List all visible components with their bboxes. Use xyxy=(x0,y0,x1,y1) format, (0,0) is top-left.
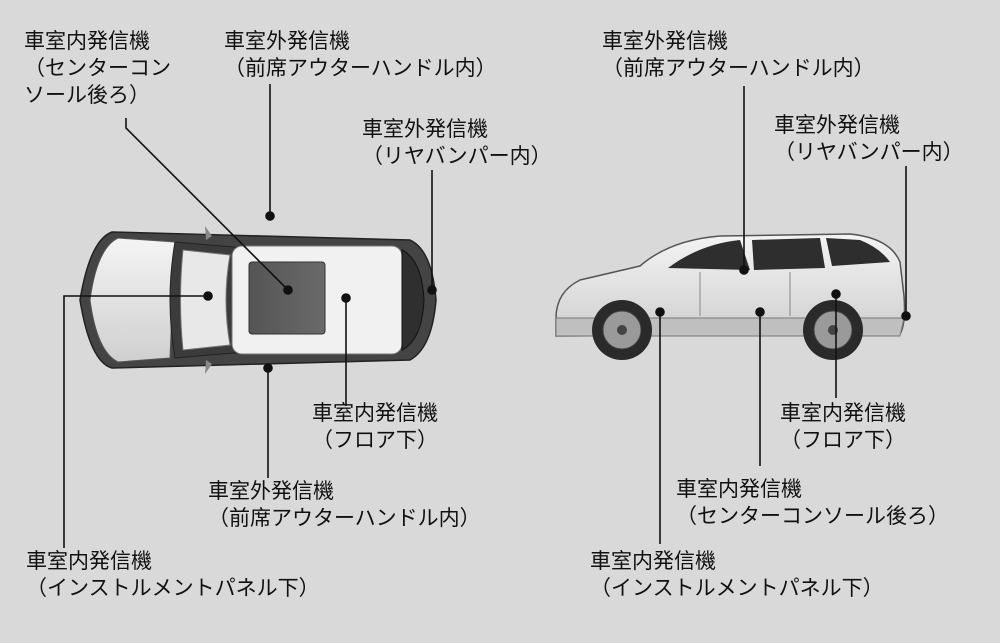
marker-instrument-side xyxy=(655,307,665,317)
marker-floor-top xyxy=(341,293,351,303)
label-title: 車室外発信機 xyxy=(774,113,900,137)
label-location: （リヤバンパー内） xyxy=(774,140,964,164)
label-side-interior-instrument: 車室内発信機 （インストルメントパネル下） xyxy=(590,548,884,602)
label-location: （フロア下） xyxy=(780,428,906,452)
label-side-exterior-rear: 車室外発信機 （リヤバンパー内） xyxy=(774,112,964,166)
label-title: 車室内発信機 xyxy=(24,29,150,53)
label-title: 車室内発信機 xyxy=(312,401,438,425)
label-side-interior-floor: 車室内発信機 （フロア下） xyxy=(780,400,906,454)
label-location: （フロア下） xyxy=(312,428,438,452)
marker-console-top xyxy=(283,285,293,295)
label-title: 車室内発信機 xyxy=(590,549,716,573)
label-title: 車室外発信機 xyxy=(208,479,334,503)
label-title: 車室外発信機 xyxy=(362,117,488,141)
label-side-exterior-front: 車室外発信機 （前席アウターハンドル内） xyxy=(602,28,875,82)
car-side-view xyxy=(555,233,906,360)
marker-instrument-top xyxy=(203,291,213,301)
marker-floor-side xyxy=(831,289,841,299)
label-location: （前席アウターハンドル内） xyxy=(208,506,481,530)
leader-console-top xyxy=(125,118,289,291)
label-location: （センターコン xyxy=(24,56,171,80)
label-top-interior-instrument: 車室内発信機 （インストルメントパネル下） xyxy=(26,548,320,602)
label-top-exterior-rear: 車室外発信機 （リヤバンパー内） xyxy=(362,116,552,170)
label-top-exterior-front-upper: 車室外発信機 （前席アウターハンドル内） xyxy=(224,28,497,82)
car-top-view xyxy=(79,226,437,374)
label-location: （インストルメントパネル下） xyxy=(26,576,320,600)
label-location: （インストルメントパネル下） xyxy=(590,576,884,600)
leader-lines-top xyxy=(63,84,437,548)
marker-rear-top xyxy=(427,285,437,295)
label-title: 車室外発信機 xyxy=(224,29,350,53)
leader-instrument-top xyxy=(63,295,208,548)
leader-lines-side xyxy=(655,86,911,544)
label-top-interior-floor: 車室内発信機 （フロア下） xyxy=(312,400,438,454)
marker-front-side xyxy=(739,265,749,275)
label-location: （前席アウターハンドル内） xyxy=(602,56,875,80)
label-location: （前席アウターハンドル内） xyxy=(224,56,497,80)
marker-rear-side xyxy=(901,311,911,321)
label-location: （リヤバンパー内） xyxy=(362,144,552,168)
label-title: 車室内発信機 xyxy=(676,477,802,501)
label-title: 車室内発信機 xyxy=(780,401,906,425)
label-side-interior-console: 車室内発信機 （センターコンソール後ろ） xyxy=(676,476,949,530)
label-title: 車室内発信機 xyxy=(26,549,152,573)
label-top-exterior-front-lower: 車室外発信機 （前席アウターハンドル内） xyxy=(208,478,481,532)
label-title: 車室外発信機 xyxy=(602,29,728,53)
label-location-cont: ソール後ろ） xyxy=(24,83,150,107)
marker-front-lower xyxy=(263,363,273,373)
label-location: （センターコンソール後ろ） xyxy=(676,504,949,528)
marker-front-upper xyxy=(265,211,275,221)
label-top-interior-console: 車室内発信機 （センターコン ソール後ろ） xyxy=(24,28,171,109)
marker-console-side xyxy=(755,307,765,317)
